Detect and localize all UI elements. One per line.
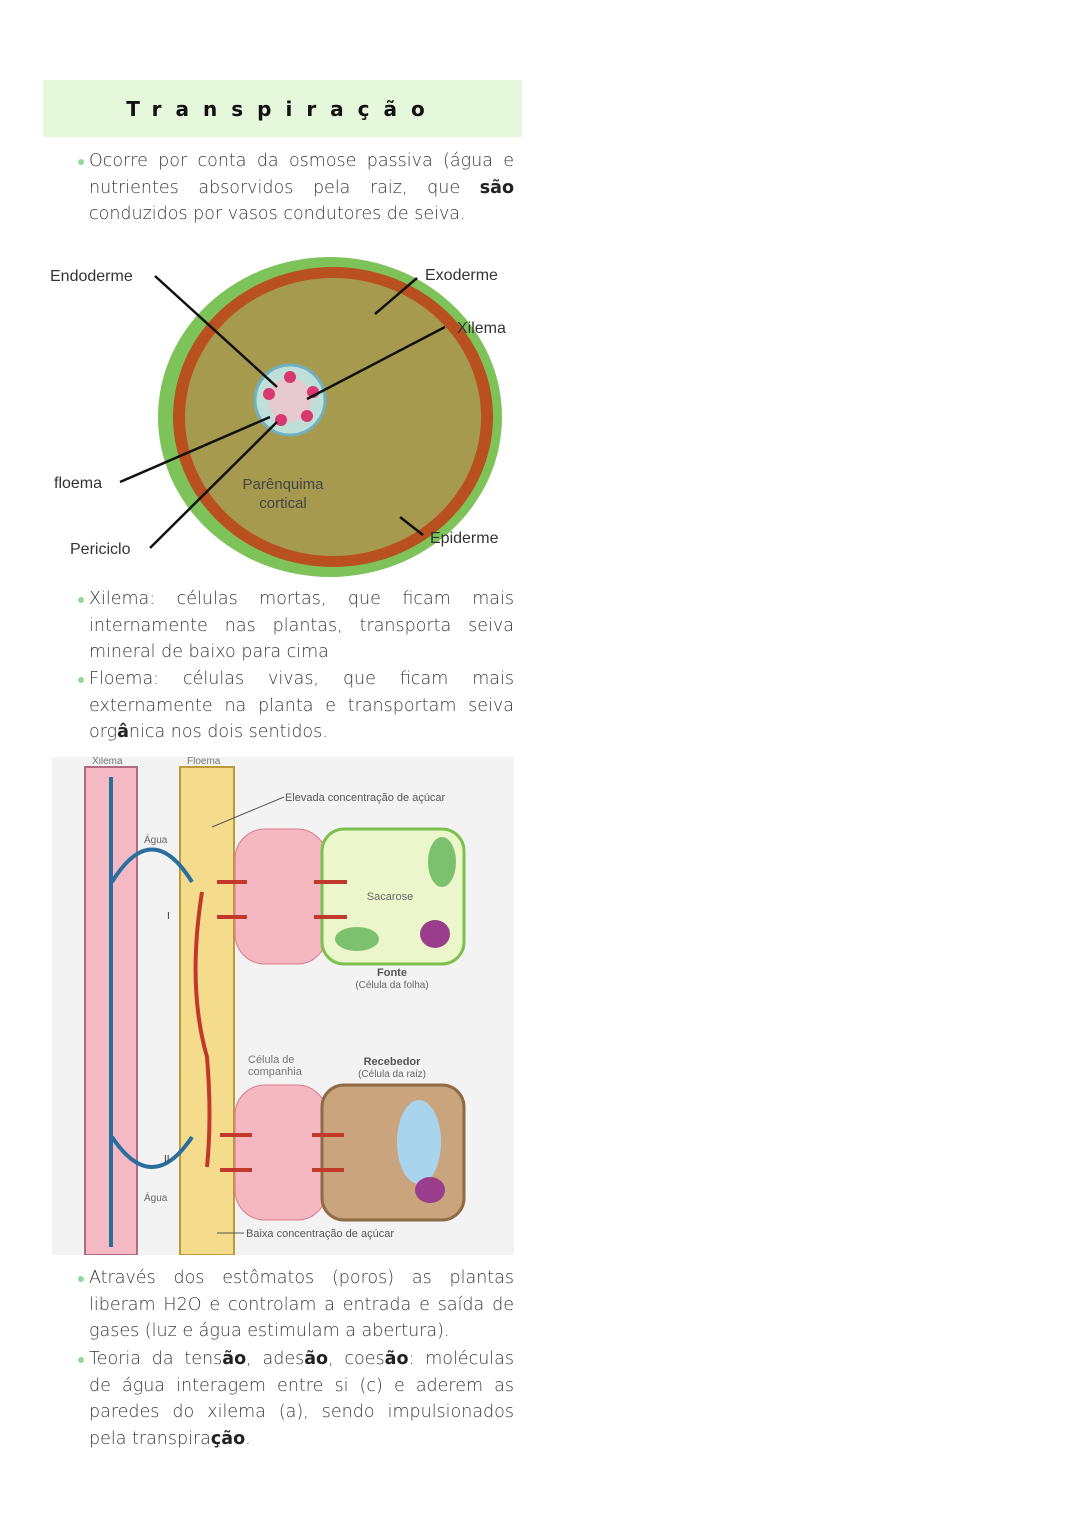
text: : moléculas de água interagem entre si (… bbox=[89, 1349, 514, 1449]
water-arrow-in bbox=[110, 847, 194, 884]
paragraph-floema: Floema: células vivas, que ficam mais ex… bbox=[78, 666, 514, 746]
title-banner: Transpiração bbox=[43, 80, 522, 137]
label-cortical: cortical bbox=[259, 495, 307, 512]
text: Teoria da tens bbox=[89, 1349, 223, 1369]
label-exoderme: Exoderme bbox=[425, 267, 498, 284]
label-parenquima: Parênquima bbox=[243, 476, 325, 493]
parenchyma-cortex bbox=[185, 278, 481, 556]
paragraph-estomatos: Através dos estômatos (poros) as plantas… bbox=[78, 1265, 514, 1345]
label-recebedor: Recebedor bbox=[364, 1056, 422, 1068]
label-high-sugar: Elevada concentração de açúcar bbox=[285, 792, 446, 804]
bullet-icon bbox=[78, 597, 84, 603]
label-floema: floema bbox=[54, 475, 102, 492]
label-ii: II bbox=[164, 1154, 170, 1165]
label-i: I bbox=[167, 911, 170, 922]
bold-text: ão bbox=[304, 1349, 329, 1369]
text: Xilema: células mortas, que ficam mais i… bbox=[89, 589, 514, 662]
water-arrow-out bbox=[110, 1135, 194, 1169]
label-floema: Floema bbox=[187, 757, 221, 767]
label-periciclo: Periciclo bbox=[70, 541, 131, 558]
bold-text: são bbox=[479, 177, 514, 198]
sap-flow-arrow bbox=[193, 891, 212, 1168]
root-cross-section-diagram: Endoderme Exoderme Xilema floema Parênqu… bbox=[50, 257, 506, 577]
text: , ades bbox=[246, 1349, 305, 1369]
companion-cell-source bbox=[234, 828, 328, 965]
label-fonte-sub: (Célula da folha) bbox=[355, 980, 428, 991]
label-sacarose: Sacarose bbox=[367, 891, 413, 903]
bold-text: ção bbox=[210, 1428, 246, 1449]
text: Floema: células vivas, que ficam mais ex… bbox=[89, 669, 514, 742]
text: , coes bbox=[328, 1349, 385, 1369]
label-xilema: Xilema bbox=[457, 320, 506, 337]
central-core bbox=[268, 378, 312, 422]
label-water-bottom: Água bbox=[144, 1191, 168, 1204]
bullet-icon bbox=[78, 1357, 84, 1363]
companion-cell-sink bbox=[234, 1084, 328, 1221]
paragraph-osmose: Ocorre por conta da osmose passiva (água… bbox=[78, 148, 514, 228]
bold-text: ão bbox=[384, 1349, 409, 1369]
page-title: Transpiração bbox=[126, 96, 439, 121]
paragraph-teoria: Teoria da tensão, adesão, coesão: molécu… bbox=[78, 1346, 514, 1452]
phloem-transport-diagram: Xilema Floema Elevada concentração de aç… bbox=[52, 757, 514, 1255]
label-companion-1: Célula de bbox=[248, 1054, 294, 1066]
bullet-icon bbox=[78, 159, 84, 165]
text: Ocorre por conta da osmose passiva (água… bbox=[89, 151, 514, 198]
label-companion-2: companhia bbox=[248, 1066, 303, 1078]
label-fonte: Fonte bbox=[377, 967, 407, 979]
text: conduzidos por vasos condutores de seiva… bbox=[89, 204, 466, 224]
bullet-icon bbox=[78, 1276, 84, 1282]
phloem-vessel bbox=[179, 766, 235, 1255]
paragraph-xilema: Xilema: células mortas, que ficam mais i… bbox=[78, 586, 514, 666]
text: Através dos estômatos (poros) as plantas… bbox=[89, 1268, 514, 1341]
label-water-top: Água bbox=[144, 833, 168, 846]
bullet-icon bbox=[78, 677, 84, 683]
label-epiderme: Epiderme bbox=[430, 530, 499, 547]
label-recebedor-sub: (Célula da raiz) bbox=[358, 1069, 426, 1080]
text: . bbox=[245, 1428, 251, 1449]
bold-text: ão bbox=[222, 1349, 247, 1369]
root-cell bbox=[320, 1083, 466, 1222]
bold-text: â bbox=[117, 722, 129, 742]
label-low-sugar: Baixa concentração de açúcar bbox=[246, 1228, 394, 1240]
label-endoderme: Endoderme bbox=[50, 268, 133, 285]
label-xilema: Xilema bbox=[92, 757, 123, 767]
text: nica nos dois sentidos. bbox=[128, 722, 328, 742]
